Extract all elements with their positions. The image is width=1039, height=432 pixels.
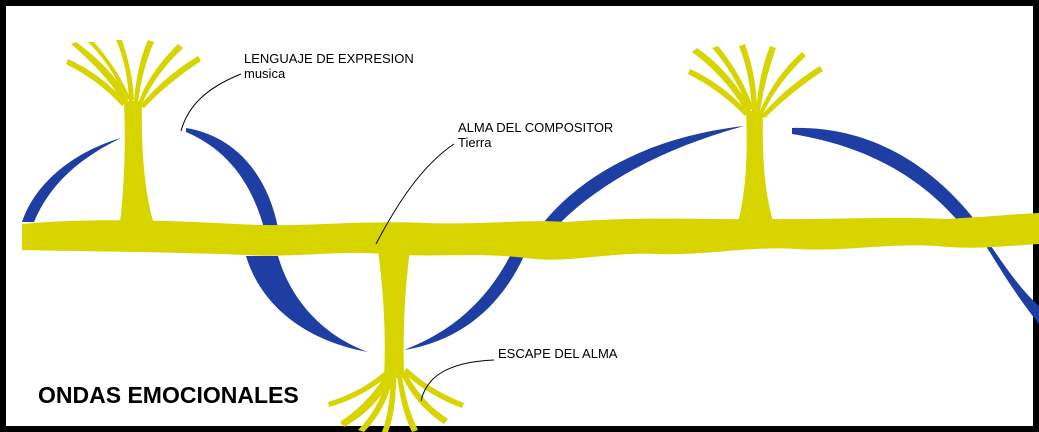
label-lenguaje-line2: musica bbox=[244, 66, 286, 81]
leader-lines bbox=[180, 73, 495, 402]
wave-crescent-right-upper bbox=[792, 127, 981, 228]
label-escape-line1: ESCAPE DEL ALMA bbox=[498, 346, 618, 361]
label-lenguaje-de-expresion: LENGUAJE DE EXPRESION musica bbox=[244, 51, 414, 81]
leader-line-escape bbox=[420, 359, 495, 402]
wave-crescent-lower-left bbox=[246, 256, 368, 352]
leader-line-lenguaje bbox=[180, 73, 242, 132]
earth-band bbox=[22, 213, 1039, 260]
wave-crescent-left bbox=[22, 138, 121, 222]
label-alma-line2: Tierra bbox=[458, 135, 492, 150]
label-alma-del-compositor: ALMA DEL COMPOSITOR Tierra bbox=[458, 120, 613, 150]
wave-crescent-lower-right bbox=[404, 256, 524, 350]
diagram-illustration bbox=[22, 40, 1039, 432]
tree-right bbox=[688, 44, 823, 230]
wave-crescent-right-lower bbox=[986, 246, 1039, 324]
wave-crescent-big-rising bbox=[544, 126, 744, 222]
emotional-waves bbox=[22, 126, 1039, 352]
wave-crescent-upper-right-of-left-tree bbox=[186, 128, 278, 228]
diagram-title: ONDAS EMOCIONALES bbox=[38, 382, 299, 408]
label-lenguaje-line1: LENGUAJE DE EXPRESION bbox=[244, 51, 414, 66]
label-escape-del-alma: ESCAPE DEL ALMA bbox=[498, 346, 617, 361]
label-alma-line1: ALMA DEL COMPOSITOR bbox=[458, 120, 614, 135]
tree-root bbox=[328, 250, 464, 432]
tree-left bbox=[66, 40, 201, 230]
leader-line-alma bbox=[375, 143, 455, 245]
